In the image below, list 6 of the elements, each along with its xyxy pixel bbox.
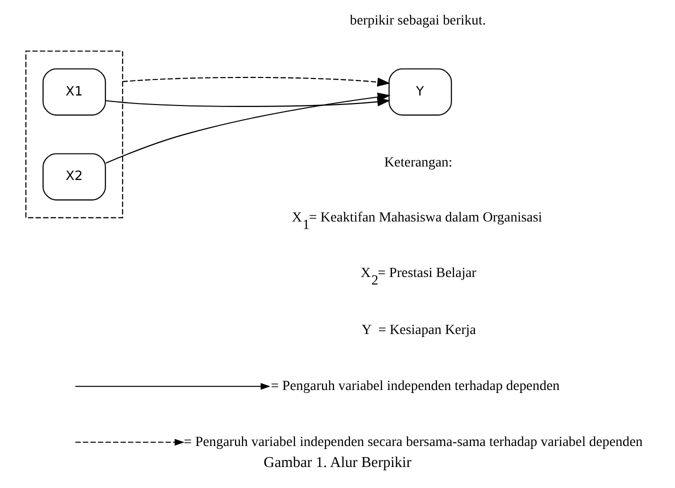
label: Keterangan: [384,156,452,171]
caption: Gambar 1. Alur Berpikir [264,455,412,472]
label: Y = Kesiapan Kerja [362,323,476,338]
label: berpikir sebagai berikut. [350,14,486,29]
legend-label: = Pengaruh variabel independen terhadap dependen [270,379,560,394]
legend-label: = Pengaruh variabel independen secara bersama-sama terhadap variabel dependen [184,434,643,450]
